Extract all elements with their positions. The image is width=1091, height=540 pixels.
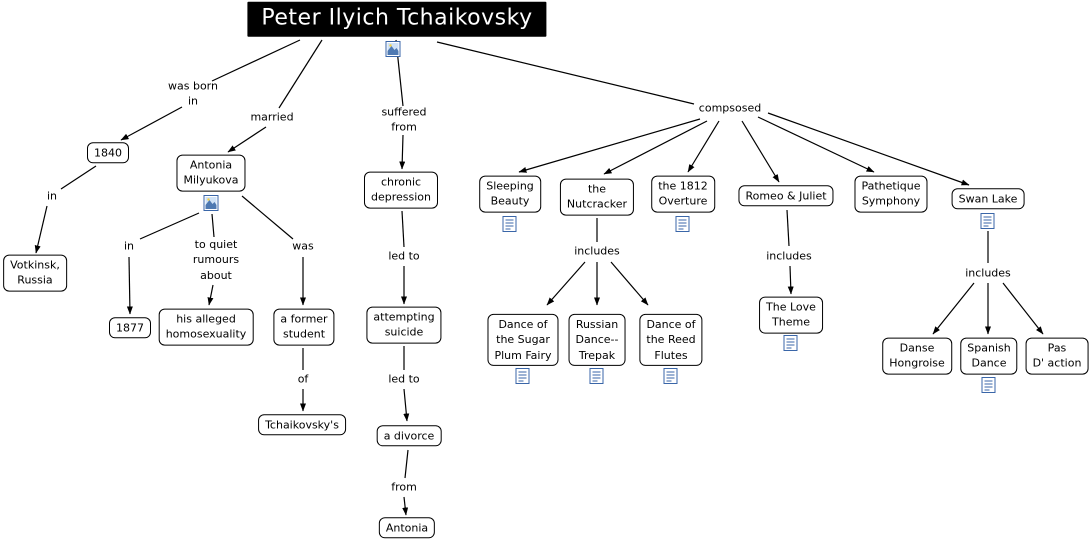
edge-arrow-line: [126, 256, 133, 315]
document-icon[interactable]: [502, 216, 518, 232]
concept-swan-lake[interactable]: Swan Lake: [951, 188, 1025, 210]
edge-line: [241, 195, 294, 240]
document-icon[interactable]: [980, 213, 996, 229]
edge-line: [60, 165, 97, 190]
concept-attempting-suicide[interactable]: attempting suicide: [366, 306, 442, 344]
linking-phrase-of[interactable]: of: [297, 372, 309, 386]
concept-1877[interactable]: 1877: [109, 317, 151, 339]
edge-arrow-line: [403, 388, 410, 422]
image-icon[interactable]: [385, 41, 401, 57]
image-icon[interactable]: [203, 195, 219, 211]
edge-arrow-line: [399, 134, 406, 170]
concept-a-divorce[interactable]: a divorce: [376, 425, 442, 447]
title-node-tchaikovsky[interactable]: Peter Ilyich Tchaikovsky: [247, 1, 547, 37]
concept-dance-of-the-sugar-plum-fairy[interactable]: Dance of the Sugar Plum Fairy: [487, 313, 559, 367]
edge-line: [211, 213, 215, 238]
linking-phrase-led-to-2[interactable]: led to: [388, 372, 420, 386]
linking-phrase-was[interactable]: was: [292, 239, 314, 253]
edge-arrow-line: [932, 282, 975, 335]
edge-arrow-line: [757, 116, 875, 173]
edge-line: [786, 209, 790, 247]
edge-line: [211, 39, 301, 82]
concept-romeo-and-juliet[interactable]: Romeo & Juliet: [738, 185, 834, 207]
concept-danse-hongroise[interactable]: Danse Hongroise: [882, 337, 952, 375]
linking-phrase-suffered-from[interactable]: suffered from: [381, 105, 427, 134]
document-icon[interactable]: [589, 368, 605, 384]
concept-1840[interactable]: 1840: [87, 142, 129, 164]
linking-phrase-from[interactable]: from: [391, 480, 417, 494]
concept-the-love-theme[interactable]: The Love Theme: [759, 296, 823, 334]
edge-arrow-line: [741, 120, 780, 183]
concept-sleeping-beauty[interactable]: Sleeping Beauty: [479, 175, 541, 213]
edge-arrow-line: [402, 496, 409, 516]
linking-phrase-in-2[interactable]: in: [123, 239, 135, 253]
linking-phrase-includes-3[interactable]: includes: [965, 266, 1011, 280]
document-icon[interactable]: [783, 335, 799, 351]
linking-phrase-to-quiet-rumours-about[interactable]: to quiet rumours about: [192, 237, 240, 282]
document-icon[interactable]: [663, 368, 679, 384]
concept-antonia-milyukova[interactable]: Antonia Milyukova: [176, 154, 246, 192]
edge-line: [278, 39, 323, 109]
edge-arrow-line: [34, 205, 48, 254]
concept-pathetique-symphony[interactable]: Pathetique Symphony: [854, 175, 928, 213]
linking-phrase-includes-2[interactable]: includes: [766, 249, 812, 263]
concept-the-1812-overture[interactable]: the 1812 Overture: [651, 175, 715, 213]
concept-votkinsk-russia[interactable]: Votkinsk, Russia: [3, 254, 67, 292]
edge-arrow-line: [518, 118, 701, 173]
concept-antonia[interactable]: Antonia: [378, 517, 436, 539]
concept-chronic-depression[interactable]: chronic depression: [363, 171, 439, 209]
edge-line: [404, 449, 409, 479]
edge-line: [401, 210, 405, 248]
document-icon[interactable]: [981, 377, 997, 393]
linking-phrase-compsosed[interactable]: compsosed: [698, 101, 762, 115]
document-icon[interactable]: [515, 368, 531, 384]
concept-the-nutcracker[interactable]: the Nutcracker: [559, 178, 635, 216]
edge-arrow-line: [767, 112, 970, 186]
concept-pas-d-action[interactable]: Pas D' action: [1025, 337, 1089, 375]
edge-arrow-line: [610, 261, 649, 306]
edge-line: [436, 41, 695, 105]
linking-phrase-was-born-in[interactable]: was born in: [168, 79, 218, 108]
concept-spanish-dance[interactable]: Spanish Dance: [960, 337, 1018, 375]
concept-russian-dance-trepak[interactable]: Russian Dance-- Trepak: [568, 313, 626, 367]
edge-arrow-line: [687, 120, 720, 173]
edge-arrow-line: [787, 265, 794, 295]
concept-dance-of-the-reed-flutes[interactable]: Dance of the Reed Flutes: [639, 313, 703, 367]
document-icon[interactable]: [675, 216, 691, 232]
concept-a-former-student[interactable]: a former student: [273, 308, 335, 346]
linking-phrase-married[interactable]: married: [250, 110, 294, 124]
linking-phrase-in-1[interactable]: in: [46, 189, 58, 203]
edge-arrow-line: [1002, 282, 1044, 335]
concept-his-alleged-homosexuality[interactable]: his alleged homosexuality: [158, 308, 254, 346]
edge-arrow-line: [207, 284, 214, 306]
edge-line: [139, 212, 200, 240]
edge-arrow-line: [227, 126, 267, 153]
edge-arrow-line: [546, 261, 586, 306]
concept-tchaikovskys[interactable]: Tchaikovsky's: [258, 414, 346, 436]
linking-phrase-led-to-1[interactable]: led to: [388, 249, 420, 263]
edge-arrow-line: [603, 120, 708, 175]
linking-phrase-includes-1[interactable]: includes: [574, 244, 620, 258]
edge-arrow-line: [120, 106, 183, 141]
